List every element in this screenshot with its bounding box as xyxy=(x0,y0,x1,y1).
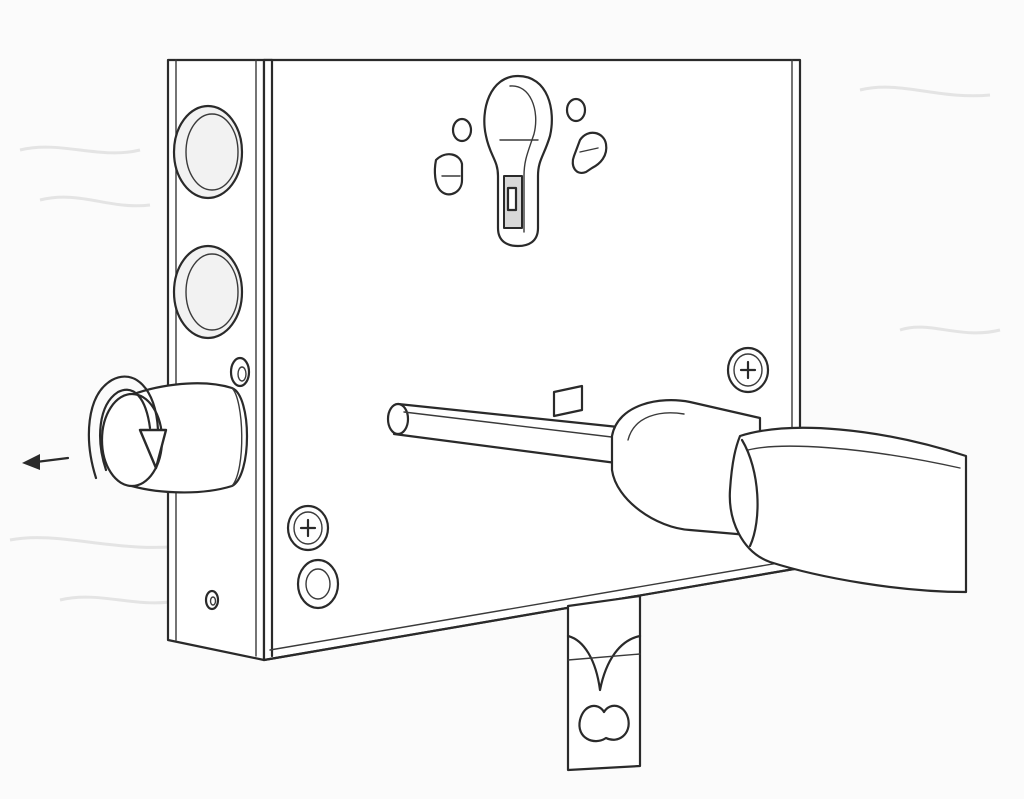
cylinder-keyhole xyxy=(483,74,553,248)
deadbolt-upper xyxy=(172,104,244,200)
hook-hole-left xyxy=(433,153,464,196)
fixing-hole-right xyxy=(565,97,587,123)
phillips-screw-lower xyxy=(286,504,330,552)
phillips-screw-icon xyxy=(726,346,770,394)
bottom-bracket xyxy=(566,594,642,772)
follower-ring xyxy=(296,558,340,610)
forend-hole-lower xyxy=(204,589,220,611)
fixing-hole-left xyxy=(451,117,473,143)
paper-background-marks xyxy=(9,85,1001,605)
latch-bolt xyxy=(100,382,249,494)
curved-rotate-arrow-icon xyxy=(87,375,168,480)
forend-hole-upper xyxy=(229,356,251,388)
pull-left-arrow-icon xyxy=(22,454,70,470)
hook-hole-right xyxy=(571,131,608,174)
latch-release-slot xyxy=(552,384,584,418)
screwdriver-icon xyxy=(386,399,968,594)
deadbolt-lower xyxy=(172,244,244,340)
